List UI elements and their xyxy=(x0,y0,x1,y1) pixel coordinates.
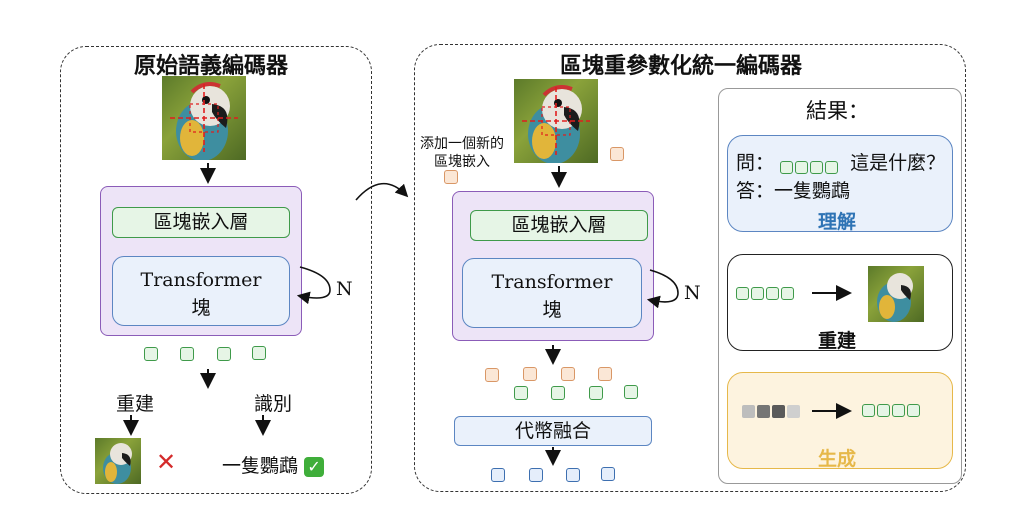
understanding-label: 理解 xyxy=(818,211,857,233)
fused-token xyxy=(566,468,580,482)
patch-embedding-layer: 區塊嵌入層 xyxy=(470,210,648,241)
question-line: 問： 這是什麼？ xyxy=(736,148,945,175)
answer-line: 答：一隻鸚鵡 xyxy=(736,180,851,202)
question-token xyxy=(780,160,794,174)
parrot-drawing xyxy=(877,273,913,322)
new-token xyxy=(561,367,575,381)
crosshair-icon xyxy=(170,84,238,152)
transformer-block: Transformer 塊 xyxy=(462,258,642,328)
reconstruct-label: 重建 xyxy=(116,393,155,415)
fused-token xyxy=(601,467,615,481)
gen-token xyxy=(907,404,920,417)
gray-token-a xyxy=(742,405,755,418)
crosshair-icon xyxy=(522,87,590,155)
output-token xyxy=(252,346,266,360)
new-token xyxy=(598,367,612,381)
loop-arrow-icon xyxy=(646,269,679,309)
check-icon: ✓ xyxy=(304,456,325,477)
repeat-n-label: N xyxy=(684,282,701,304)
question-suffix: 這是什麼？ xyxy=(850,152,946,174)
gen-token xyxy=(862,404,875,417)
original-token xyxy=(551,386,565,400)
recon-token xyxy=(751,287,764,300)
new-patch-token xyxy=(444,170,458,184)
add-embedding-note-line1: 添加一個新的 xyxy=(420,136,504,152)
original-encoder-panel xyxy=(60,46,372,494)
parrot-drawing xyxy=(176,82,230,160)
output-token xyxy=(217,347,231,361)
gray-token-b xyxy=(757,405,770,418)
original-token xyxy=(514,386,528,400)
recon-token xyxy=(766,287,779,300)
question-prefix: 問： xyxy=(736,152,775,174)
add-embedding-note-line2: 區塊嵌入 xyxy=(434,154,490,170)
generation-card xyxy=(727,372,953,469)
parrot-image xyxy=(162,76,246,160)
original-token xyxy=(589,386,603,400)
question-tokens xyxy=(780,157,844,174)
token-fusion-block: 代幣融合 xyxy=(454,416,652,446)
output-token xyxy=(180,347,194,361)
unified-encoder-panel xyxy=(414,44,966,492)
reconstruction-label: 重建 xyxy=(818,330,857,352)
original-token xyxy=(624,385,638,399)
understanding-card xyxy=(727,135,953,232)
gray-token-c xyxy=(772,405,785,418)
new-token xyxy=(523,367,537,381)
results-panel xyxy=(718,88,962,484)
recon-token xyxy=(781,287,794,300)
new-token xyxy=(485,368,499,382)
transformer-block: Transformer 塊 xyxy=(112,256,290,326)
fused-token xyxy=(529,468,543,482)
recognize-result-text: 一隻鸚鵡 xyxy=(222,455,299,477)
gray-token-d xyxy=(787,405,800,418)
new-patch-token xyxy=(610,147,624,161)
repeat-n-label: N xyxy=(336,278,353,300)
unified-encoder-title: 區塊重參數化統一編碼器 xyxy=(560,54,803,79)
cross-icon: ✕ xyxy=(156,448,177,476)
reconstructed-parrot-image xyxy=(868,266,924,322)
parrot-drawing xyxy=(103,443,132,484)
gen-token xyxy=(877,404,890,417)
question-token xyxy=(810,160,824,174)
recon-token xyxy=(736,287,749,300)
transformer-label: Transformer xyxy=(140,269,262,291)
output-token xyxy=(144,347,158,361)
original-encoder-title: 原始語義編碼器 xyxy=(134,54,289,79)
fused-token xyxy=(491,468,505,482)
gen-token xyxy=(892,404,905,417)
transition-arrow-icon xyxy=(355,182,409,201)
recognize-result: 一隻鸚鵡 ✓ xyxy=(222,451,325,478)
question-token xyxy=(795,160,809,174)
parrot-image xyxy=(514,79,598,163)
loop-arrow-icon xyxy=(296,266,331,305)
results-title: 結果： xyxy=(806,99,869,123)
patch-embedding-layer: 區塊嵌入層 xyxy=(112,207,290,238)
reconstructed-parrot-image xyxy=(95,438,141,484)
transformer-block-label: 塊 xyxy=(542,299,562,321)
question-token xyxy=(825,160,839,174)
transformer-label: Transformer xyxy=(491,271,613,293)
recognize-label: 識別 xyxy=(254,393,293,415)
transformer-block-label: 塊 xyxy=(191,297,211,319)
generation-label: 生成 xyxy=(818,448,857,470)
